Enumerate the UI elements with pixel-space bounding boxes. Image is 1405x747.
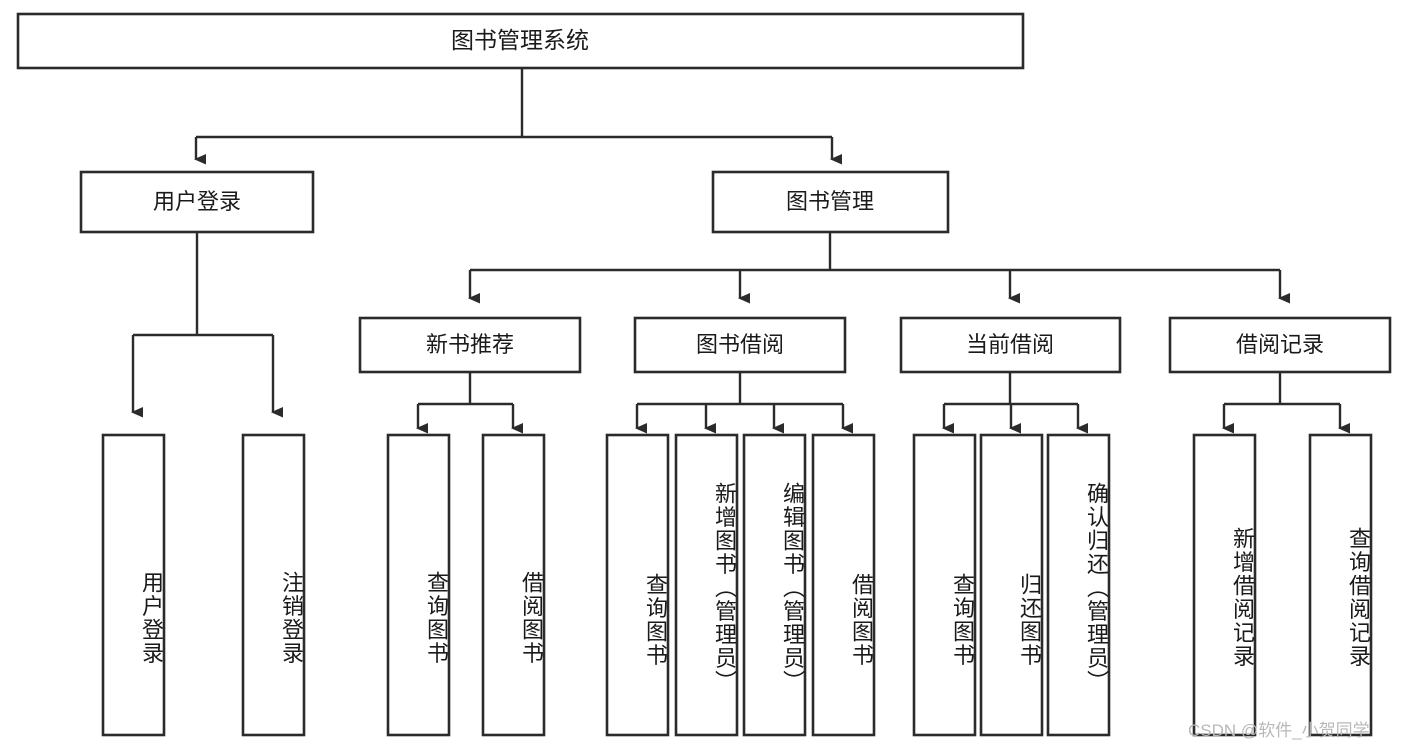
leaf-box-query-borrow-record[interactable] — [1308, 433, 1373, 737]
node-user-login-label: 用户登录 — [153, 189, 241, 214]
connector-user-login-to-leaves — [131, 232, 283, 418]
node-book-management-label: 图书管理 — [786, 189, 874, 214]
connector-book-management-to-level3 — [468, 232, 1290, 304]
node-new-book-recommend-label: 新书推荐 — [426, 332, 514, 357]
connector-new-book-recommend-to-leaves — [416, 372, 523, 434]
csdn-watermark: CSDN @软件_小贺同学 — [1188, 721, 1370, 740]
leaf-box-confirm-return-admin[interactable] — [1046, 433, 1111, 737]
node-book-borrow[interactable]: 图书借阅 — [633, 316, 847, 374]
node-borrow-record-label: 借阅记录 — [1236, 332, 1324, 357]
leaf-box-return-book[interactable] — [979, 433, 1044, 737]
node-current-borrow[interactable]: 当前借阅 — [899, 316, 1122, 374]
connector-book-borrow-to-leaves — [635, 372, 853, 434]
connector-current-borrow-to-leaves — [942, 372, 1088, 434]
node-root[interactable]: 图书管理系统 — [16, 12, 1025, 70]
node-current-borrow-label: 当前借阅 — [966, 332, 1054, 357]
node-borrow-record[interactable]: 借阅记录 — [1168, 316, 1392, 374]
node-user-login[interactable]: 用户登录 — [79, 170, 315, 234]
leaf-box-query-book-1[interactable] — [386, 433, 451, 737]
node-new-book-recommend[interactable]: 新书推荐 — [358, 316, 582, 374]
node-book-borrow-label: 图书借阅 — [696, 332, 784, 357]
leaf-box-edit-book-admin[interactable] — [742, 433, 807, 737]
leaf-box-user-login[interactable] — [101, 433, 166, 737]
leaf-box-logout[interactable] — [241, 433, 306, 737]
leaf-box-add-book-admin[interactable] — [674, 433, 739, 737]
connector-borrow-record-to-leaves — [1222, 372, 1350, 434]
leaf-box-query-book-2[interactable] — [605, 433, 670, 737]
leaf-box-borrow-book-2[interactable] — [811, 433, 876, 737]
leaf-box-query-book-3[interactable] — [912, 433, 977, 737]
connector-root-to-level2 — [194, 68, 842, 165]
leaf-box-add-borrow-record[interactable] — [1192, 433, 1257, 737]
node-root-label: 图书管理系统 — [451, 27, 589, 53]
node-book-management[interactable]: 图书管理 — [711, 170, 950, 234]
leaf-box-borrow-book-1[interactable] — [481, 433, 546, 737]
